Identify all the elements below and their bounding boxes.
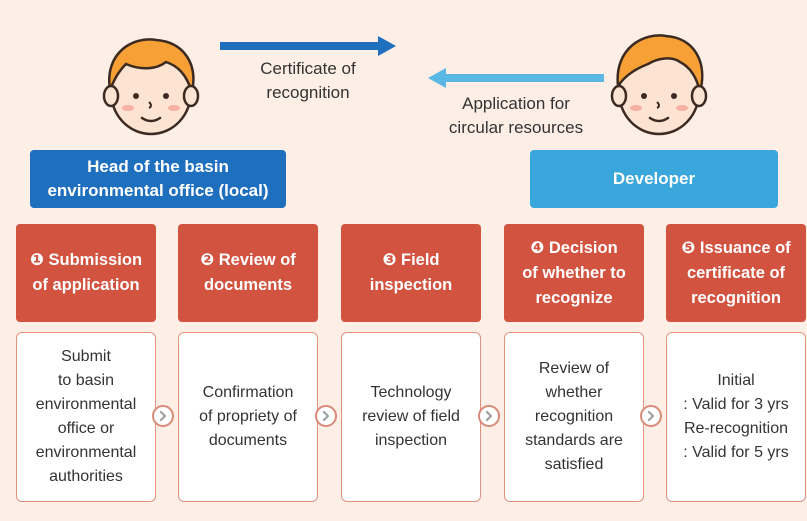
certificate-arrow-label: Certificate of recognition xyxy=(260,59,356,102)
application-arrow-label: Application for circular resources xyxy=(448,94,584,137)
head-of-office-face-icon xyxy=(102,38,200,136)
step-2-header: ❷ Review of documents xyxy=(178,224,318,322)
arrow-left-icon xyxy=(428,68,604,88)
chevron-right-icon xyxy=(152,405,174,427)
chevron-right-icon xyxy=(478,405,500,427)
role-developer: Developer xyxy=(530,150,778,208)
chevron-right-icon xyxy=(315,405,337,427)
step-3-header: ❸ Field inspection xyxy=(341,224,481,322)
step-3-detail: Technology review of field inspection xyxy=(341,332,481,502)
step-5-header: ❺ Issuance of certificate of recognition xyxy=(666,224,806,322)
step-2-detail: Confirmation of propriety of documents xyxy=(178,332,318,502)
step-4-header: ❹ Decision of whether to recognize xyxy=(504,224,644,322)
step-4-detail: Review of whether recognition standards … xyxy=(504,332,644,502)
step-1-header: ❶ Submission of application xyxy=(16,224,156,322)
step-1-detail: Submit to basin environmental office or … xyxy=(16,332,156,502)
step-5-detail: Initial : Valid for 3 yrs Re-recognition… xyxy=(666,332,806,502)
developer-face-icon xyxy=(610,34,708,136)
chevron-right-icon xyxy=(640,405,662,427)
arrow-right-icon xyxy=(220,36,396,56)
role-head-of-basin-office: Head of the basin environmental office (… xyxy=(30,150,286,208)
